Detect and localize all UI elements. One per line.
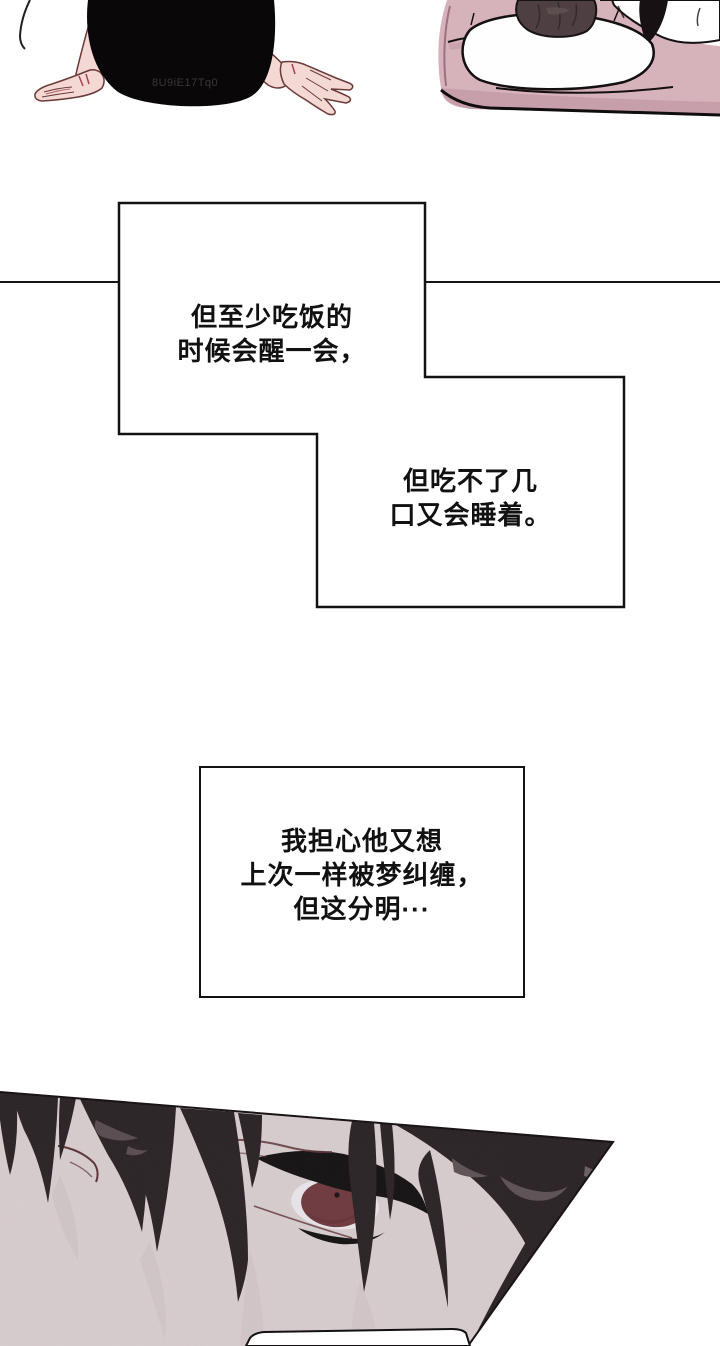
narration-line: 口又会睡着。: [389, 500, 552, 530]
bed-bottom-outline: [440, 88, 720, 117]
narration-box-3-frame: [199, 766, 525, 998]
dark-hair-mass: [87, 0, 276, 107]
sleeping-head-hair: [515, 0, 598, 38]
divider-line-left: [0, 281, 119, 283]
narration-box-3: 我担心他又想 上次一样被梦纠缠， 但这分明···: [199, 824, 525, 926]
hair-strand-line: [18, 0, 31, 50]
narration-boxes-outline: [117, 201, 626, 609]
speech-bubble-partial: [244, 1327, 472, 1346]
blanket-gap-shadow: [639, 0, 668, 44]
top-right-illustration: [438, 0, 720, 117]
narration-box-1: 但至少吃饭的 时候会醒一会，: [119, 300, 425, 368]
divider-line-right: [425, 281, 720, 283]
narration-line: 我担心他又想: [280, 826, 443, 856]
narration-box-2: 但吃不了几 口又会睡着。: [317, 464, 624, 532]
narration-line: 但吃不了几: [402, 466, 538, 496]
bottom-panel-illustration: [0, 1091, 615, 1346]
narration-line: 但至少吃饭的: [190, 302, 353, 332]
narration-line: 但这分明···: [293, 894, 431, 924]
top-left-illustration: 8U9iE17Tq0: [18, 0, 354, 116]
narration-line: 时候会醒一会，: [177, 336, 367, 366]
watermark-text: 8U9iE17Tq0: [152, 77, 218, 89]
narration-line: 上次一样被梦纠缠，: [240, 860, 484, 890]
panel-border: [0, 1091, 615, 1346]
